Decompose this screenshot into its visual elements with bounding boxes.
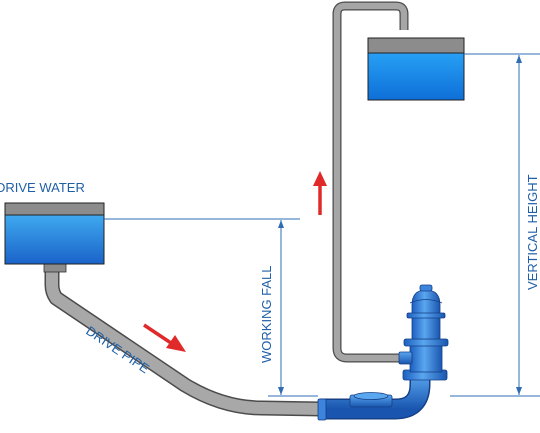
working-fall-dimension	[104, 218, 318, 397]
drive-pipe	[44, 268, 323, 417]
delivery-pipe	[332, 1, 409, 363]
flow-arrow-down-icon	[143, 323, 186, 352]
working-fall-label: WORKING FALL	[259, 265, 274, 363]
flow-arrow-up-icon	[313, 171, 327, 215]
vertical-height-dimension	[450, 53, 540, 397]
drive-water-label: DRIVE WATER	[0, 180, 85, 195]
ram-pump	[317, 284, 449, 421]
supply-tank	[4, 202, 105, 273]
delivery-tank	[367, 37, 465, 101]
vertical-height-label: VERTICAL HEIGHT	[525, 174, 540, 290]
